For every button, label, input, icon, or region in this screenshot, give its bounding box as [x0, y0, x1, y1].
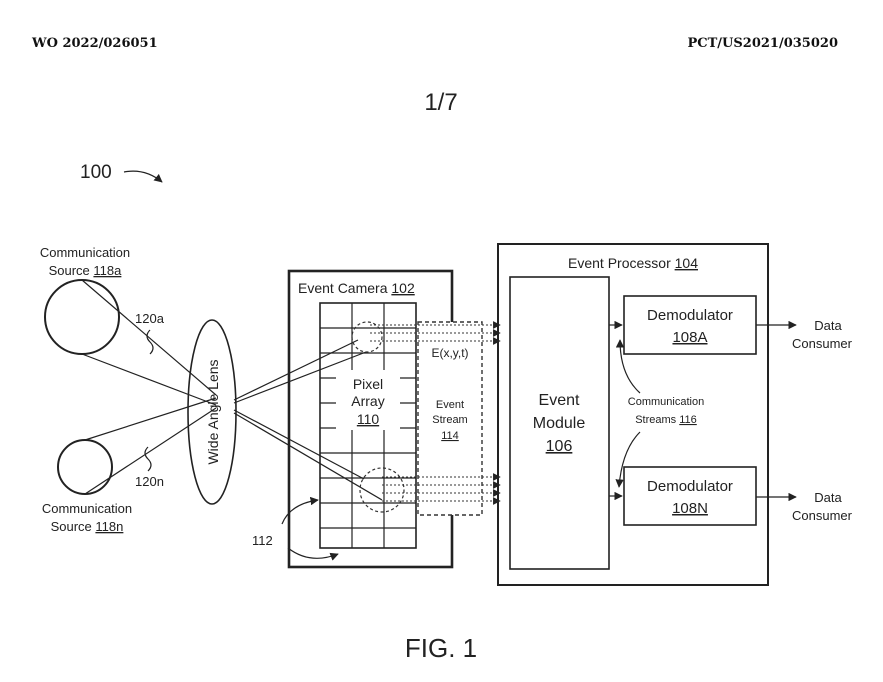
- consumer-n-line1: Data: [814, 490, 842, 505]
- source-a-label: Communication: [40, 245, 130, 260]
- demodulator-n-label: Demodulator: [647, 478, 733, 495]
- consumer-a-line1: Data: [814, 318, 842, 333]
- source-a-label-2: Source 118a: [49, 263, 123, 278]
- event-module-line2: Module: [533, 415, 586, 432]
- event-stream-line2: Stream: [432, 414, 467, 426]
- event-camera-label: Event Camera 102: [298, 280, 415, 296]
- event-processor-box: [497, 243, 769, 586]
- demodulator-a-label: Demodulator: [647, 307, 733, 324]
- pixel-ref-arrow-2: [287, 547, 339, 561]
- event-spot-n: [359, 467, 405, 513]
- pixel-array-ref: 110: [357, 411, 380, 427]
- source-a-circle: [44, 279, 120, 355]
- wide-angle-lens: [187, 319, 237, 505]
- ray-3: [233, 409, 365, 480]
- event-stream-box: [417, 321, 483, 516]
- source-n-label: Communication: [42, 501, 132, 516]
- source-n-label-2: Source 118n: [51, 519, 124, 534]
- beam-n-top: [84, 397, 217, 441]
- beam-n-bottom: [84, 407, 217, 495]
- event-spot-a: [351, 321, 383, 353]
- comm-streams-label: Streams 116: [635, 414, 697, 426]
- source-n-circle: [57, 439, 113, 495]
- application-number: PCT/US2021/035020: [688, 36, 838, 51]
- comm-streams-line1: Communication: [628, 396, 704, 408]
- pixel-array-line2: Array: [351, 393, 384, 409]
- beam-a-bottom: [81, 353, 217, 406]
- pixel-ref-arrow-1: [281, 496, 319, 525]
- demodulator-n-ref: 108N: [672, 500, 708, 517]
- demodulator-a-ref: 108A: [672, 329, 707, 346]
- figure-ref-number: 100: [80, 162, 112, 183]
- ray-4: [233, 412, 383, 501]
- pixel-array-line1: Pixel: [353, 376, 383, 392]
- pixel-ref: 112: [252, 533, 273, 548]
- figure-ref-arrow: [123, 170, 163, 183]
- event-module-ref: 106: [546, 438, 573, 455]
- event-stream-ref: 114: [441, 430, 459, 442]
- event-stream-arrows-top: [370, 321, 501, 345]
- event-module-line1: Event: [539, 392, 580, 409]
- beam-a-ref: 120a: [135, 311, 165, 326]
- event-stream-formula: E(x,y,t): [431, 346, 468, 360]
- event-stream-line1: Event: [436, 399, 464, 411]
- ray-1: [233, 339, 359, 401]
- publication-number: WO 2022/026051: [31, 36, 158, 51]
- pixel-array-label-bg: [336, 370, 400, 430]
- consumer-n-line2: Consumer: [792, 508, 853, 523]
- beam-n-ref-squiggle: [144, 446, 152, 472]
- demodulator-n-box: [623, 466, 757, 526]
- beam-n-ref: 120n: [135, 474, 164, 489]
- beam-a-top: [81, 279, 217, 396]
- beam-a-ref-squiggle: [146, 329, 154, 355]
- figure-caption: FIG. 1: [405, 633, 477, 663]
- event-processor-label: Event Processor 104: [568, 255, 698, 271]
- ray-2: [233, 351, 367, 404]
- consumer-a-line2: Consumer: [792, 336, 853, 351]
- event-module-box: [509, 276, 610, 570]
- lens-label: Wide Angle Lens: [205, 359, 221, 464]
- comm-streams-arrow-down: [615, 431, 641, 488]
- comm-streams-arrow-up: [615, 339, 641, 394]
- sheet-number: 1/7: [424, 89, 457, 116]
